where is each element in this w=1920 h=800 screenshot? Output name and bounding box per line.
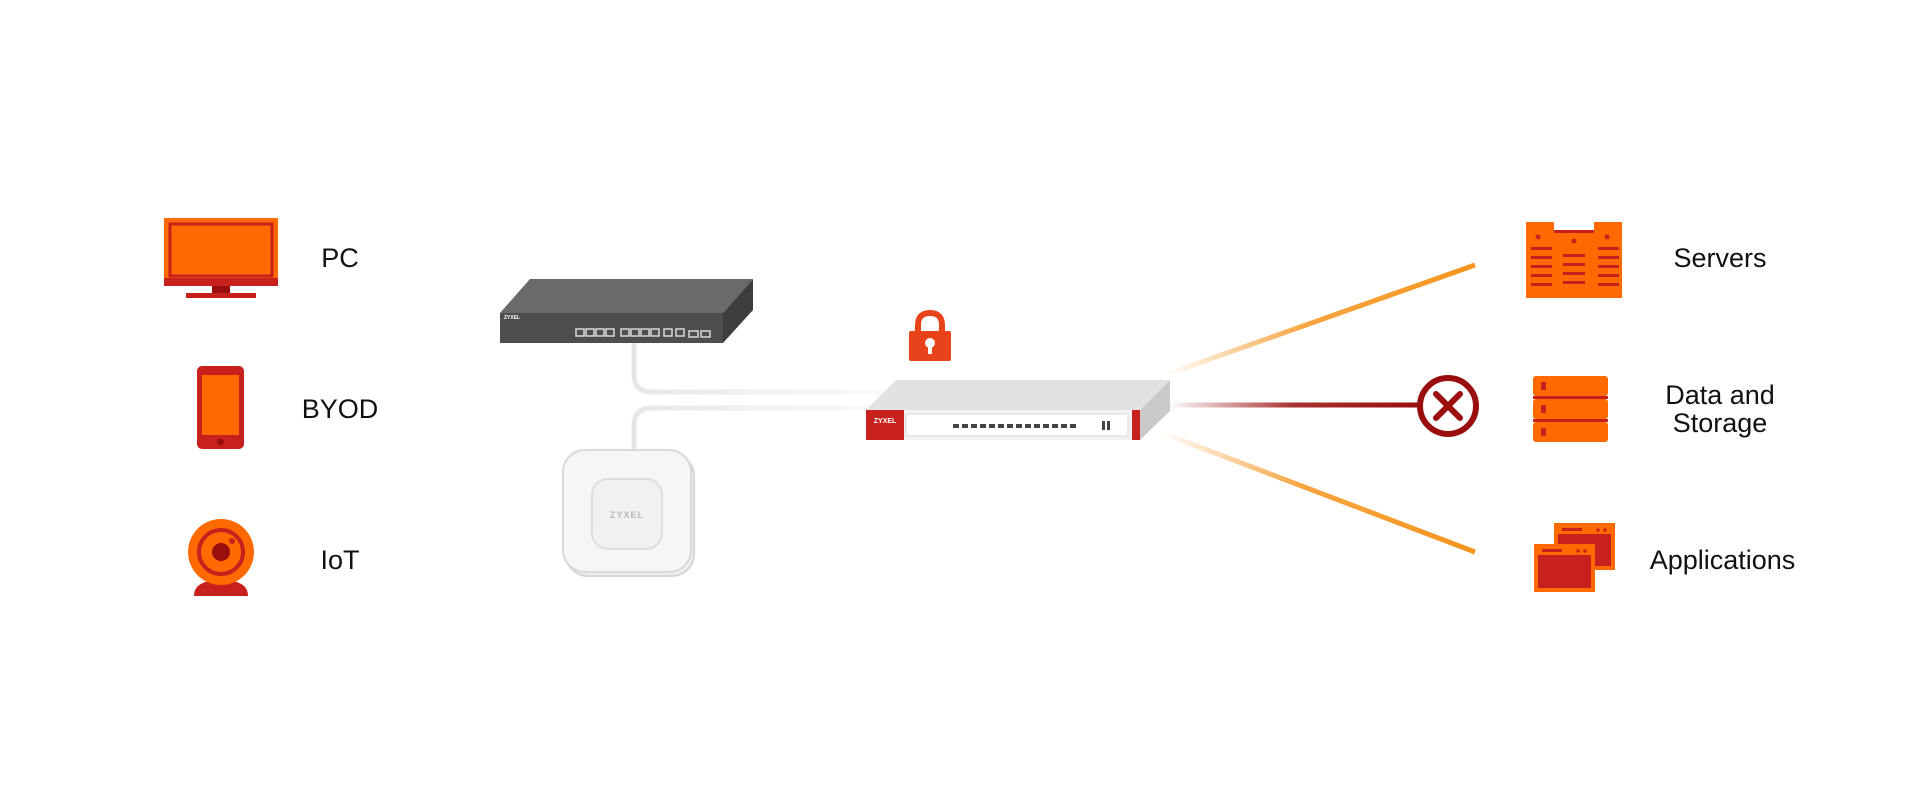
access-point-cable [631, 405, 883, 453]
connection-line-servers [1164, 262, 1476, 378]
smartphone-icon [197, 366, 244, 449]
monitor-icon [164, 218, 278, 298]
access-point: ZYXEL [562, 449, 695, 577]
data-storage-label-line-1: Data and [1665, 380, 1775, 410]
connection-line-applications [1159, 429, 1476, 555]
servers-label: Servers [1673, 243, 1767, 273]
data-storage-label: Data and Storage [1640, 381, 1800, 437]
byod-label: BYOD [301, 394, 379, 424]
switch-brand: ZYXEL [504, 315, 520, 321]
applications-label: Applications [1649, 545, 1796, 575]
webcam-icon [188, 519, 254, 596]
padlock-icon [909, 309, 951, 361]
firewall-brand: ZYXEL [874, 418, 897, 425]
access-point-brand: ZYXEL [610, 510, 644, 520]
network-switch: ZYXEL [500, 279, 753, 343]
iot-label: IoT [320, 545, 360, 575]
server-rack-icon [1526, 222, 1622, 298]
app-windows-icon [1534, 523, 1615, 592]
pc-label: PC [321, 243, 359, 273]
switch-cable [631, 342, 883, 395]
data-storage-label-line-2: Storage [1672, 408, 1768, 438]
storage-stack-icon [1533, 376, 1608, 442]
firewall-appliance: ZYXEL [866, 380, 1170, 440]
block-x-icon [1417, 375, 1479, 437]
